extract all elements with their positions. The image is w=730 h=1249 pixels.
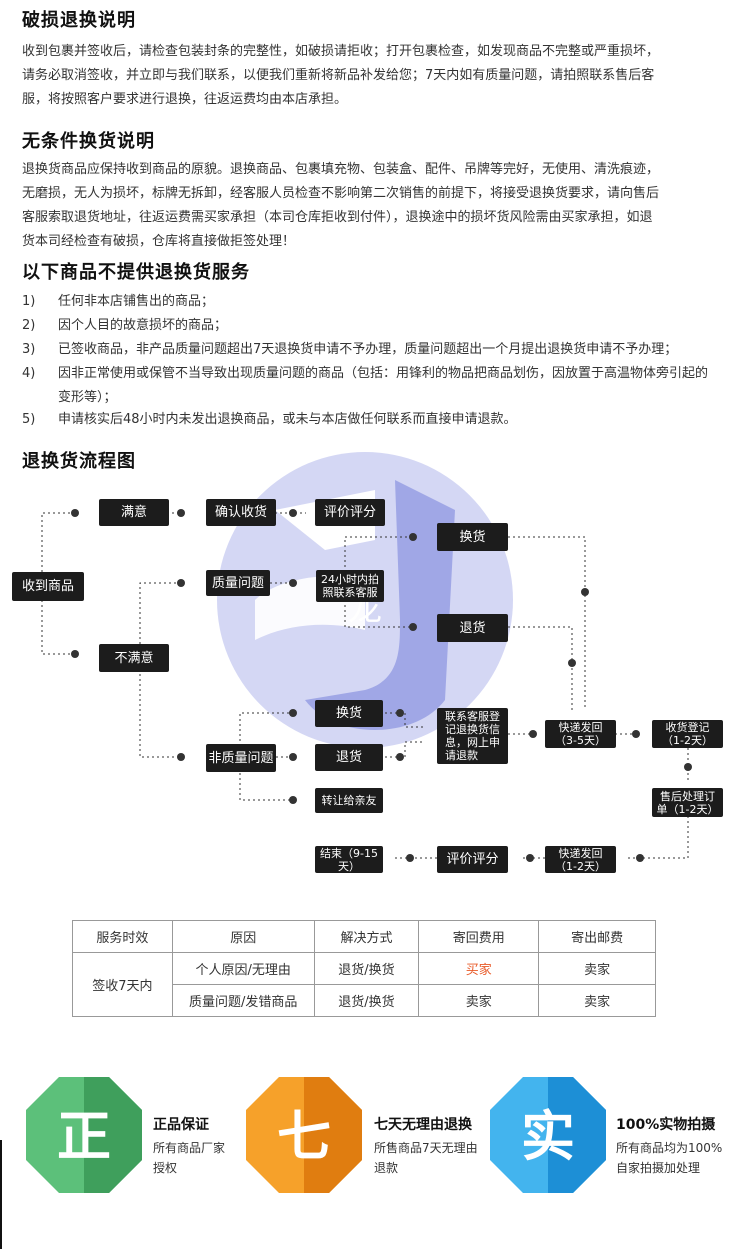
flow-satisfied: 满意: [99, 499, 169, 526]
flow-confirm-receipt: 确认收货: [206, 499, 276, 526]
list-item: 1) 任何非本店铺售出的商品；: [22, 294, 215, 309]
real-photo-badge-icon: 实: [490, 1077, 606, 1193]
badge-title: 100%实物拍摄: [616, 1117, 716, 1133]
damage-paragraph: 收到包裹并签收后，请检查包装封条的完整性，如破损请拒收；打开包裹检查，如发现商品…: [22, 44, 660, 107]
table-period: 签收7天内: [72, 952, 173, 1017]
flow-quality-issue: 质量问题: [206, 570, 270, 596]
flow-gift-to-friend: 转让给亲友: [315, 788, 383, 813]
service-table: 服务时效 原因 解决方式 寄回费用 寄出邮费 签收7天内 个人原因/无理由 退货…: [72, 920, 656, 1017]
svg-text:实: 实: [521, 1105, 575, 1168]
flow-title: 退换货流程图: [22, 451, 136, 472]
left-edge-bar: [0, 1140, 2, 1249]
flow-photo-contact: 24小时内拍照联系客服: [316, 570, 384, 602]
badge-desc: 所有商品均为100% 自家拍摄加处理: [616, 1141, 723, 1175]
badge-title: 七天无理由退换: [374, 1117, 472, 1133]
svg-text:正: 正: [57, 1105, 111, 1168]
flow-register-refund: 联系客服登记退换货信息，网上申请退款: [437, 708, 508, 764]
flow-aftersale-process: 售后处理订单（1-2天）: [652, 788, 723, 817]
flow-return-2: 退货: [315, 744, 383, 771]
flow-rate-2: 评价评分: [437, 846, 508, 873]
flow-non-quality-issue: 非质量问题: [206, 744, 276, 772]
badge-desc: 所售商品7天无理由 退款: [374, 1141, 478, 1175]
flow-exchange-1: 换货: [437, 523, 508, 551]
flow-arrows: [71, 509, 692, 862]
table-row: 质量问题/发错商品 退货/换货 卖家 卖家: [73, 984, 656, 1017]
table-header-row: 服务时效 原因 解决方式 寄回费用 寄出邮费: [72, 920, 656, 953]
badge-desc: 所有商品厂家 授权: [153, 1141, 226, 1175]
flow-rate-1: 评价评分: [315, 499, 385, 526]
svg-text:七: 七: [277, 1105, 331, 1168]
list-item: 5) 申请核实后48小时内未发出退换商品，或未与本店做任何联系而直接申请退款。: [22, 412, 517, 427]
flow-connectors: [41, 509, 692, 862]
flow-return-1: 退货: [437, 614, 508, 642]
genuine-badge-icon: 正: [26, 1077, 142, 1193]
flow-end: 结束（9-15天）: [315, 846, 383, 873]
flow-exchange-2: 换货: [315, 700, 383, 727]
seven-day-badge-icon: 七: [246, 1077, 362, 1193]
flow-receive-register: 收货登记（1-2天）: [652, 720, 723, 748]
list-item: 4) 因非正常使用或保管不当导致出现质量问题的商品（包括：用锋利的物品把商品划伤…: [22, 366, 709, 405]
no-service-title: 以下商品不提供退换货服务: [22, 262, 250, 283]
table-row: 签收7天内 个人原因/无理由 退货/换货 买家 卖家: [72, 952, 656, 1017]
flow-express-back-1: 快递发回（3-5天）: [545, 720, 616, 748]
exchange-title: 无条件换货说明: [22, 131, 155, 152]
flow-received: 收到商品: [12, 572, 84, 601]
return-flow-chart: 收到商品 满意 确认收货 评价评分 不满意 质量问题 24小时内拍照联系客服 换…: [0, 480, 730, 880]
exchange-paragraph: 退换货商品应保持收到商品的原貌。退换商品、包裹填充物、包装盒、配件、吊牌等完好，…: [22, 162, 660, 249]
list-item: 3) 已签收商品，非产品质量问题超出7天退换货申请不予办理，质量问题超出一个月提…: [22, 342, 678, 357]
badge-title: 正品保证: [153, 1117, 209, 1133]
damage-title: 破损退换说明: [22, 10, 136, 31]
flow-express-back-2: 快递发回（1-2天）: [545, 846, 616, 873]
list-item: 2) 因个人目的故意损坏的商品；: [22, 318, 228, 333]
flow-unsatisfied: 不满意: [99, 644, 169, 672]
